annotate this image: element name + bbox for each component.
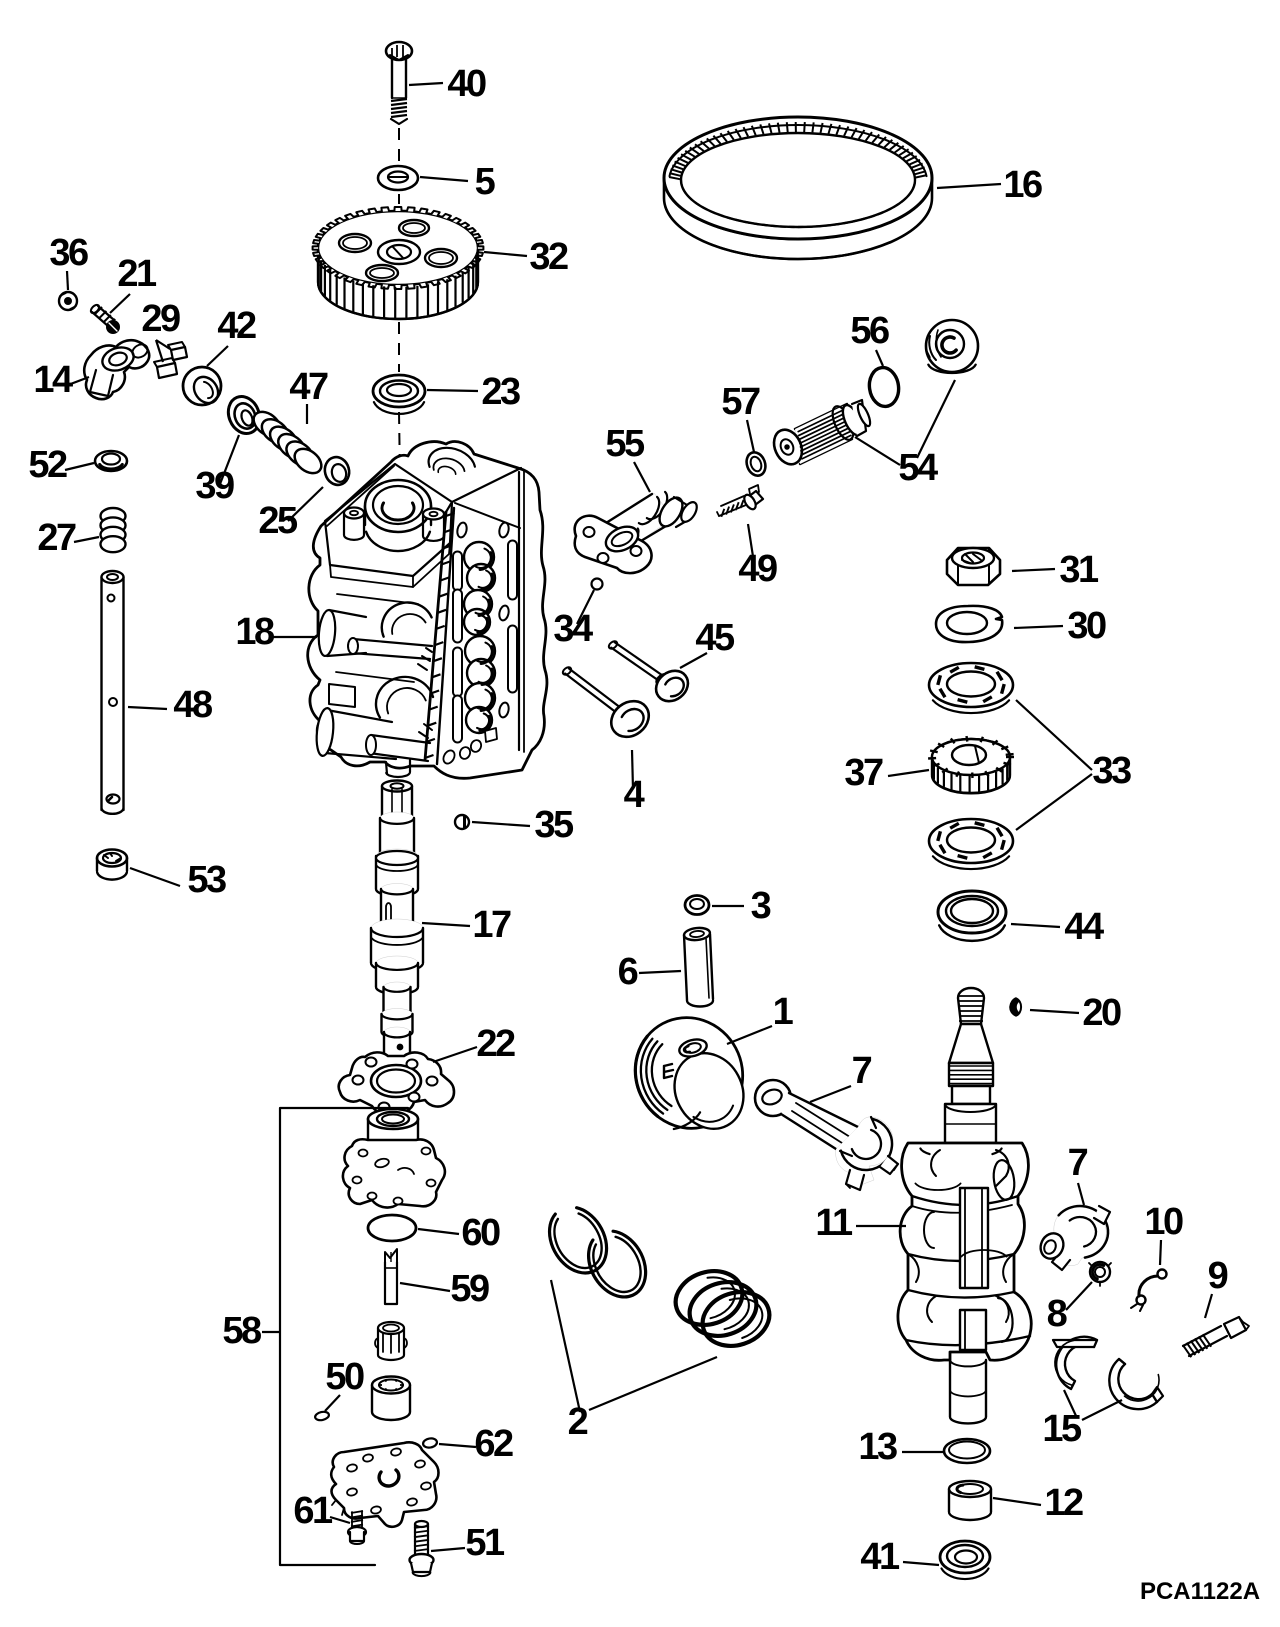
- svg-text:32: 32: [529, 236, 568, 278]
- svg-text:10: 10: [1144, 1201, 1183, 1243]
- svg-text:52: 52: [28, 444, 67, 486]
- svg-text:7: 7: [852, 1050, 872, 1092]
- svg-text:17: 17: [472, 904, 511, 946]
- svg-text:25: 25: [258, 500, 298, 542]
- svg-text:22: 22: [476, 1023, 515, 1065]
- svg-text:62: 62: [474, 1423, 513, 1465]
- svg-text:31: 31: [1059, 549, 1099, 591]
- svg-text:42: 42: [217, 305, 256, 347]
- svg-text:29: 29: [141, 298, 180, 340]
- svg-text:50: 50: [325, 1356, 364, 1398]
- svg-text:35: 35: [534, 804, 574, 846]
- svg-text:1: 1: [773, 991, 794, 1033]
- svg-text:39: 39: [195, 465, 234, 507]
- svg-text:58: 58: [222, 1310, 261, 1352]
- svg-text:56: 56: [850, 310, 889, 352]
- svg-text:34: 34: [553, 608, 593, 650]
- svg-text:5: 5: [475, 161, 496, 203]
- svg-text:51: 51: [465, 1522, 505, 1564]
- svg-text:48: 48: [173, 684, 212, 726]
- svg-text:2: 2: [568, 1401, 588, 1443]
- svg-text:PCA1122A: PCA1122A: [1140, 1578, 1260, 1605]
- svg-text:20: 20: [1082, 992, 1121, 1034]
- svg-text:18: 18: [235, 611, 274, 653]
- svg-text:15: 15: [1042, 1408, 1082, 1450]
- svg-text:23: 23: [481, 371, 520, 413]
- svg-text:53: 53: [187, 859, 226, 901]
- svg-text:37: 37: [844, 752, 883, 794]
- svg-text:44: 44: [1064, 906, 1104, 948]
- svg-text:41: 41: [860, 1536, 900, 1578]
- svg-text:47: 47: [289, 366, 328, 408]
- svg-text:61: 61: [293, 1490, 333, 1532]
- svg-text:36: 36: [49, 232, 88, 274]
- svg-text:3: 3: [751, 885, 771, 927]
- svg-text:16: 16: [1003, 164, 1042, 206]
- svg-text:49: 49: [738, 548, 777, 590]
- svg-text:33: 33: [1092, 750, 1131, 792]
- svg-text:13: 13: [858, 1426, 897, 1468]
- svg-text:4: 4: [624, 774, 645, 816]
- svg-text:21: 21: [117, 253, 157, 295]
- svg-text:9: 9: [1208, 1255, 1228, 1297]
- svg-text:60: 60: [461, 1212, 500, 1254]
- svg-text:30: 30: [1067, 605, 1106, 647]
- svg-text:11: 11: [815, 1202, 853, 1244]
- svg-text:27: 27: [37, 517, 76, 559]
- svg-text:6: 6: [618, 951, 638, 993]
- svg-text:8: 8: [1047, 1293, 1067, 1335]
- svg-text:40: 40: [447, 63, 486, 105]
- svg-text:14: 14: [33, 359, 73, 401]
- svg-text:45: 45: [695, 617, 735, 659]
- svg-text:12: 12: [1044, 1482, 1083, 1524]
- svg-text:55: 55: [605, 423, 645, 465]
- svg-text:57: 57: [721, 381, 760, 423]
- svg-text:59: 59: [450, 1268, 489, 1310]
- svg-text:7: 7: [1068, 1142, 1088, 1184]
